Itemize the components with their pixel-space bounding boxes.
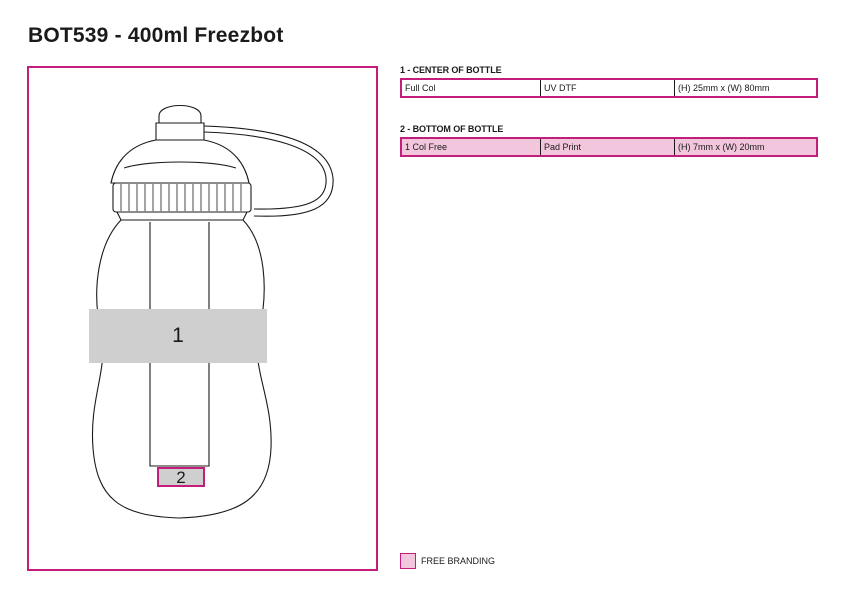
free-branding-swatch (400, 553, 416, 569)
spec-row-center: Full Col UV DTF (H) 25mm x (W) 80mm (400, 78, 818, 98)
section-title-bottom: 2 - BOTTOM OF BOTTLE (400, 124, 504, 134)
legend: FREE BRANDING (400, 553, 495, 569)
print-area-1: 1 (89, 309, 267, 363)
section-title-center: 1 - CENTER OF BOTTLE (400, 65, 502, 75)
spec-technique: Pad Print (541, 139, 675, 155)
spec-method: Full Col (402, 80, 541, 96)
spec-row-bottom: 1 Col Free Pad Print (H) 7mm x (W) 20mm (400, 137, 818, 157)
spec-technique: UV DTF (541, 80, 675, 96)
spec-method: 1 Col Free (402, 139, 541, 155)
legend-label: FREE BRANDING (421, 556, 496, 566)
spec-size: (H) 25mm x (W) 80mm (678, 83, 770, 93)
print-area-2: 2 (157, 467, 205, 487)
spec-size: (H) 7mm x (W) 20mm (678, 142, 765, 152)
page-title: BOT539 - 400ml Freezbot (28, 24, 284, 47)
product-drawing-frame: 1 2 (27, 66, 378, 571)
